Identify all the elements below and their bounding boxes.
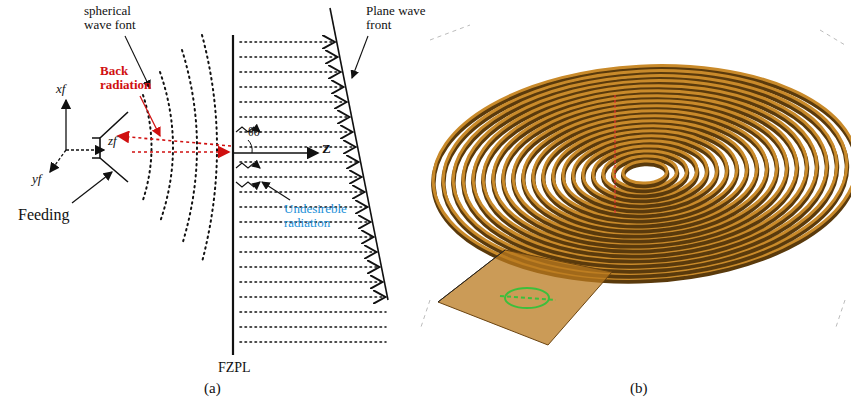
plate-label: FZPL [218, 360, 251, 375]
ring [622, 160, 667, 184]
ray [240, 56, 338, 58]
panel-label: (b) [630, 380, 648, 397]
wavefront-label: Plane wave front [366, 4, 436, 32]
ring [428, 55, 851, 289]
radiation-label: Back radiation [100, 64, 162, 92]
patch-edge [438, 250, 505, 302]
ray [240, 236, 374, 238]
undesirable-radiation [236, 127, 290, 200]
z-axis [233, 152, 318, 154]
ray [240, 146, 356, 148]
panel-label: (a) [204, 380, 221, 397]
ring-shadow [551, 124, 740, 226]
ray [240, 176, 362, 178]
spherical-wavefronts [143, 35, 217, 262]
feed-patch [500, 288, 556, 308]
plane-wavefront [330, 8, 388, 300]
ring [489, 88, 801, 256]
ray [240, 326, 386, 328]
ring [592, 143, 699, 200]
ray [240, 266, 379, 268]
ring-shadow [520, 108, 770, 243]
axis-label: yf [32, 172, 41, 186]
feed-axes [50, 100, 104, 172]
ring-shadow [541, 119, 750, 232]
axis-line [614, 95, 615, 215]
ray [240, 311, 386, 313]
ray [240, 251, 377, 253]
ray [240, 86, 344, 88]
ray [240, 41, 335, 43]
ray [240, 341, 386, 343]
plane-leader [352, 36, 368, 78]
axis-label: Z [322, 142, 331, 156]
fzpl-rings [428, 55, 851, 292]
ground-patch [438, 250, 612, 345]
ring [612, 154, 678, 189]
feed-label: Feeding [18, 206, 70, 224]
ring-shadow [561, 130, 729, 220]
ring [438, 61, 851, 284]
ray [240, 296, 385, 298]
ring [458, 72, 831, 273]
ray [240, 116, 350, 118]
radiation-label: Undesireble radiation [284, 202, 376, 230]
ring-shadow [530, 113, 760, 237]
ring [479, 83, 811, 262]
back-radiation-arrows [118, 96, 231, 152]
ring [530, 110, 760, 234]
ring [520, 105, 770, 240]
plane-wave-rays [240, 42, 386, 342]
ring [551, 121, 740, 223]
ring [581, 138, 708, 206]
wavefront-label: spherical wave font [84, 4, 148, 32]
feed-horn [92, 112, 128, 182]
axis-label: zf [108, 134, 117, 148]
ray [240, 101, 347, 103]
axis-label: xf [56, 82, 65, 96]
feeding-leader [72, 172, 112, 203]
ray [240, 191, 365, 193]
angle-label: θ0 [248, 126, 260, 139]
ray [240, 281, 382, 283]
ring [510, 99, 781, 245]
ray [240, 71, 341, 73]
ring [561, 127, 729, 217]
ray [240, 161, 359, 163]
theta-arc [248, 140, 252, 153]
ring [448, 66, 842, 278]
ring [469, 77, 822, 267]
fzpl-plate [232, 35, 234, 355]
ring [540, 116, 749, 229]
ring [499, 94, 790, 251]
ring [571, 132, 719, 211]
ring-shadow [428, 58, 851, 292]
